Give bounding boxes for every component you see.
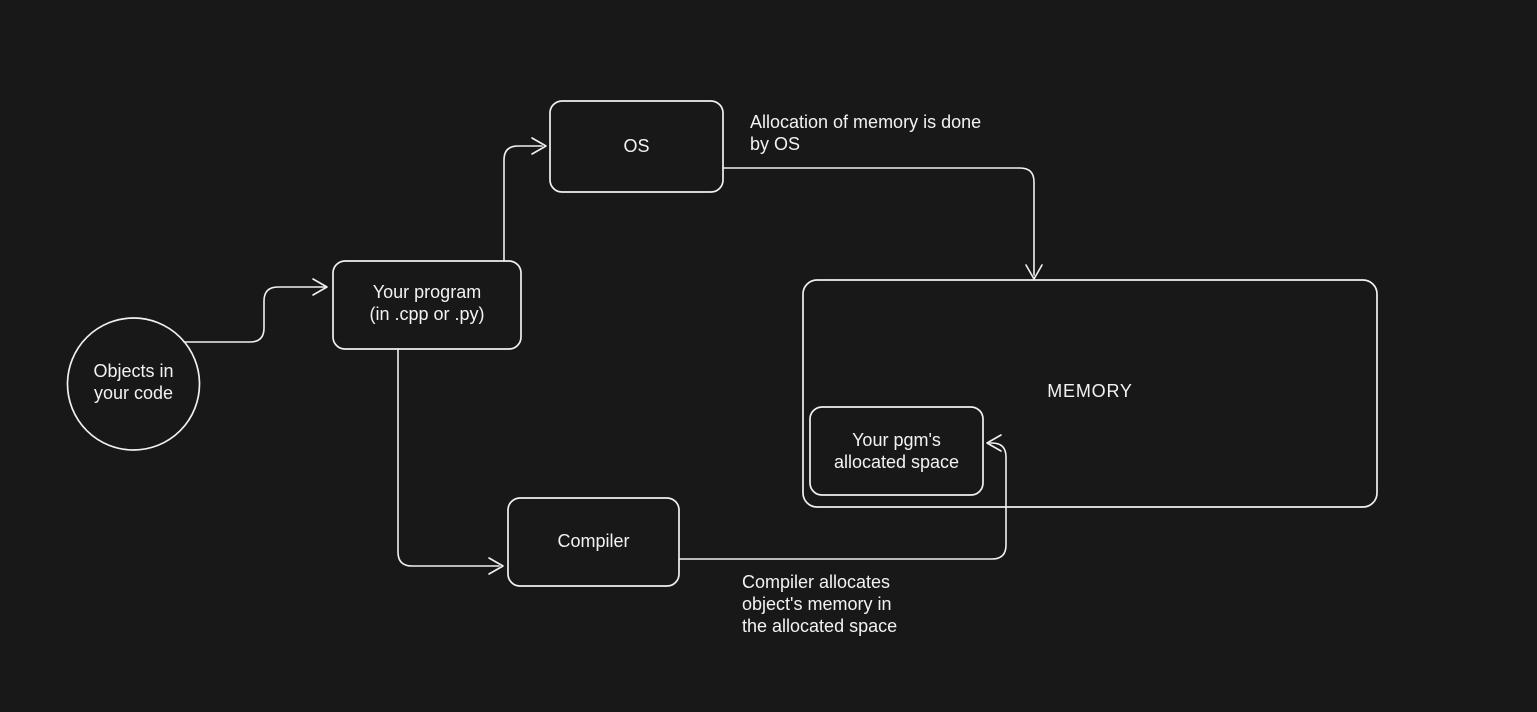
allocated-space-label: Your pgm's allocated space	[833, 430, 960, 472]
objects-circle-shape	[66, 317, 201, 451]
arrow-os-to-memory	[722, 167, 1043, 280]
objects-circle-label: Objects in your code	[93, 361, 174, 403]
allocated-space-box-shape	[809, 406, 984, 496]
annotation-compiler-allocation: Compiler allocates object's memory in th…	[742, 572, 898, 636]
your-program-box-shape	[332, 260, 522, 350]
annotation-os-allocation: Allocation of memory is done by OS	[750, 112, 982, 154]
your-program-label: Your program (in .cpp or .py)	[369, 282, 485, 324]
os-box-shape	[549, 100, 724, 193]
arrow-program-to-compiler	[397, 348, 504, 575]
arrow-compiler-to-allocated-space	[678, 434, 1007, 560]
arrow-program-to-os	[503, 137, 547, 262]
compiler-label: Compiler	[557, 531, 630, 551]
memory-box-shape	[802, 279, 1378, 508]
arrow-objects-to-program	[183, 278, 328, 343]
os-label: OS	[623, 136, 650, 156]
memory-label: MEMORY	[1047, 381, 1133, 401]
compiler-box-shape	[507, 497, 680, 587]
